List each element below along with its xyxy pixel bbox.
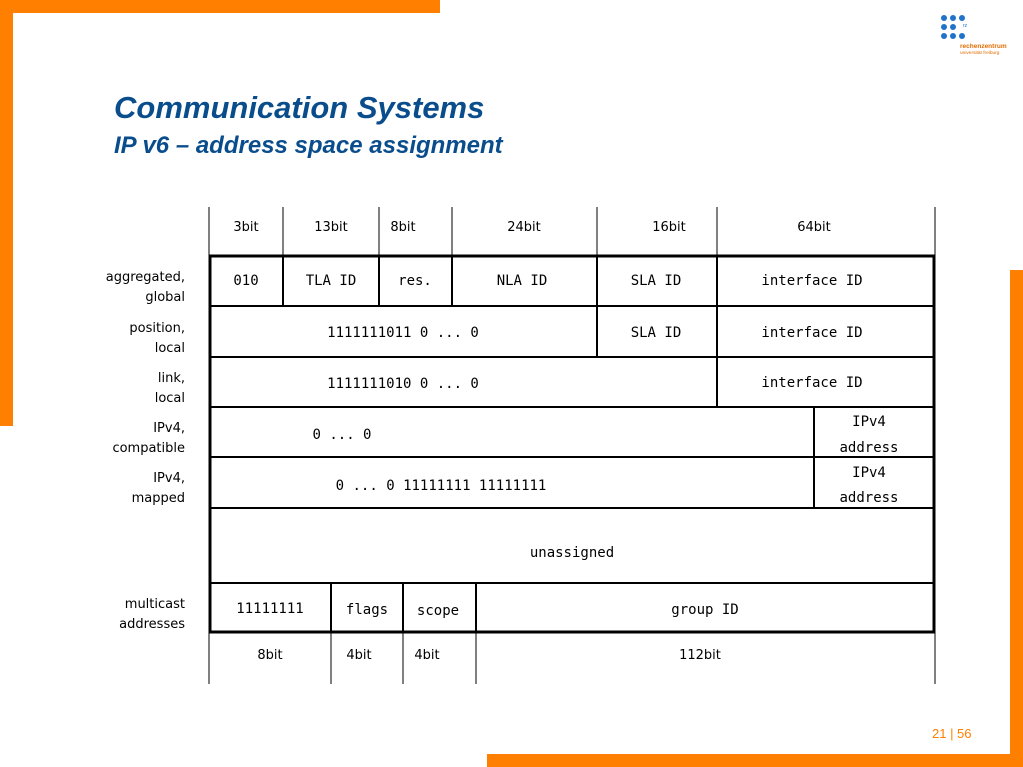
row-label: link, — [158, 371, 185, 386]
row-label: addresses — [119, 617, 185, 632]
orange-bar-right — [1010, 270, 1023, 767]
row-label: position, — [129, 321, 185, 336]
orange-bar-left — [0, 0, 13, 426]
logo-dot — [941, 15, 947, 21]
cell-ipv4-address: IPv4 — [852, 414, 886, 430]
cell-unassigned: unassigned — [530, 545, 614, 561]
cell-sla-id: SLA ID — [631, 325, 682, 341]
cell-mapped-prefix: 0 ... 0 11111111 11111111 — [336, 478, 547, 494]
cell-group-id: group ID — [671, 602, 738, 618]
cell-flags: flags — [346, 602, 388, 618]
cell-tla-id: TLA ID — [306, 273, 357, 289]
top-bit-label: 16bit — [652, 220, 686, 235]
row-label: global — [145, 290, 185, 305]
logo-dot — [950, 24, 956, 30]
logo-dot — [959, 33, 965, 39]
row-label: local — [155, 391, 185, 406]
row-label: compatible — [112, 441, 185, 456]
cell-prefix: 010 — [233, 273, 258, 289]
bottom-bit-label: 8bit — [257, 648, 282, 663]
cell-nla-id: NLA ID — [497, 273, 548, 289]
row-label: aggregated, — [106, 270, 185, 285]
cell-reserved: res. — [398, 273, 432, 289]
top-bit-label: 64bit — [797, 220, 831, 235]
bottom-bit-label: 4bit — [414, 648, 439, 663]
logo-text-line1: rechenzentrum — [960, 43, 1007, 50]
row-label: IPv4, — [153, 421, 185, 436]
cell-multicast-prefix: 11111111 — [236, 601, 303, 617]
bottom-bit-label: 112bit — [679, 648, 721, 663]
logo-dot — [941, 33, 947, 39]
orange-bar-top — [0, 0, 440, 13]
address-grid — [208, 254, 936, 634]
cell-scope: scope — [417, 603, 459, 619]
cell-ipv4-address: IPv4 — [852, 465, 886, 481]
logo-dot — [950, 33, 956, 39]
cell-prefix: 1111111010 0 ... 0 — [327, 376, 479, 392]
top-bit-label: 24bit — [507, 220, 541, 235]
logo-rz-text: rz — [963, 23, 968, 29]
logo-dot — [959, 15, 965, 21]
cell-interface-id: interface ID — [761, 273, 862, 289]
cell-ipv4-address: address — [839, 440, 898, 456]
page-number: 21 | 56 — [932, 726, 972, 741]
bottom-extension-lines — [208, 633, 936, 684]
row-label: mapped — [132, 491, 185, 506]
cell-prefix: 1111111011 0 ... 0 — [327, 325, 479, 341]
cell-interface-id: interface ID — [761, 325, 862, 341]
logo-dot — [941, 24, 947, 30]
slide-subtitle: IP v6 – address space assignment — [114, 132, 503, 159]
cell-sla-id: SLA ID — [631, 273, 682, 289]
orange-bar-bottom — [487, 754, 1023, 767]
row-label: multicast — [125, 597, 185, 612]
rechenzentrum-logo: rz rechenzentrum universität freiburg — [941, 13, 1011, 63]
top-bit-label: 13bit — [314, 220, 348, 235]
top-bit-label: 3bit — [233, 220, 258, 235]
cell-zeros: 0 ... 0 — [312, 427, 371, 443]
top-bit-label: 8bit — [390, 220, 415, 235]
logo-text-line2: universität freiburg — [960, 51, 1000, 56]
bottom-bit-label: 4bit — [346, 648, 371, 663]
cell-interface-id: interface ID — [761, 375, 862, 391]
cell-ipv4-address: address — [839, 490, 898, 506]
row-label: local — [155, 341, 185, 356]
logo-dot — [950, 15, 956, 21]
slide-title: Communication Systems — [114, 90, 485, 125]
row-label: IPv4, — [153, 471, 185, 486]
top-extension-lines — [208, 207, 936, 256]
